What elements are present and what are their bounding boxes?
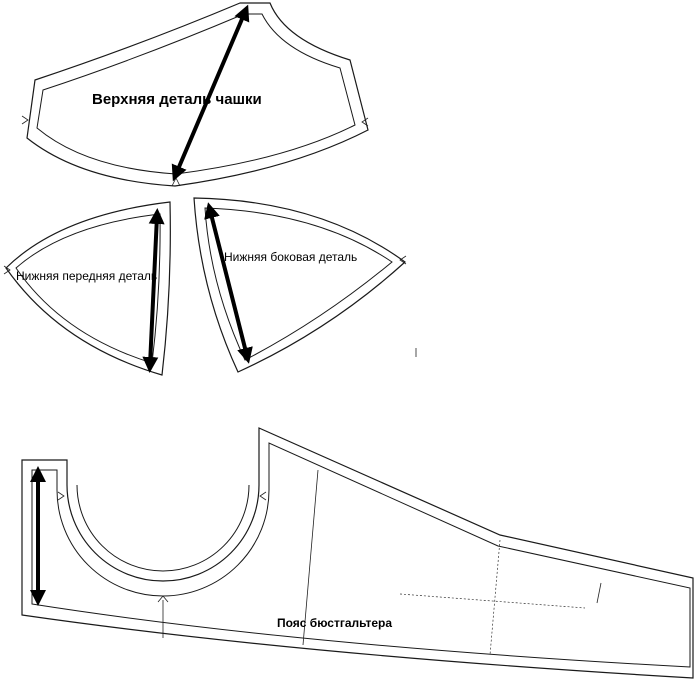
band-dart-vertical — [489, 539, 501, 656]
lower-front-outline — [5, 201, 171, 376]
top-cup-notch-right — [361, 117, 369, 127]
band-outline — [21, 427, 694, 679]
band-notch-right — [259, 491, 267, 501]
top-cup-notch-left — [21, 115, 29, 125]
lower-side-seamline — [204, 207, 393, 361]
top-cup-grainline-arrow — [171, 4, 250, 182]
lower-front-label: Нижняя передняя деталь — [16, 269, 157, 283]
lower-side-label: Нижняя боковая деталь — [224, 250, 357, 264]
band-label: Пояс бюстгальтера — [277, 616, 392, 630]
band-seamline — [31, 442, 691, 668]
band-grain-guide — [399, 593, 586, 609]
lower-front-notch — [3, 265, 11, 275]
top-cup-piece: Верхняя деталь чашки — [21, 2, 369, 187]
band-notch-bottom — [157, 595, 169, 603]
lower-side-grainline-arrow — [204, 202, 253, 364]
top-cup-outline — [26, 2, 369, 187]
top-cup-notch — [171, 177, 181, 187]
top-cup-seamline — [36, 13, 356, 175]
lower-front-grainline-arrow — [142, 208, 165, 373]
lower-front-piece: Нижняя передняя деталь — [3, 201, 171, 376]
band-notch-left — [57, 491, 65, 501]
top-cup-label: Верхняя деталь чашки — [92, 91, 262, 108]
band-piece: Пояс бюстгальтера — [21, 427, 694, 679]
band-underwire-seam — [76, 484, 250, 572]
lower-side-outline — [193, 197, 406, 373]
band-side-seam — [302, 469, 319, 646]
lower-side-notch — [399, 255, 407, 265]
band-short-line — [596, 582, 602, 604]
lower-side-piece: Нижняя боковая деталь — [193, 197, 417, 373]
lower-front-seamline — [15, 213, 161, 364]
